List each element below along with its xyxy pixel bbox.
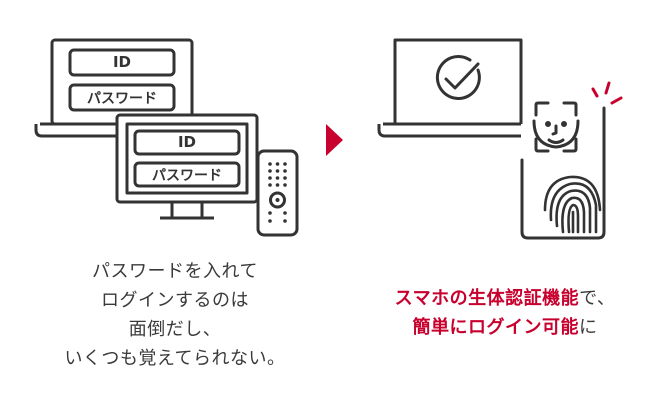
checkmark-circle-icon	[435, 55, 481, 100]
caption-line: いくつも覚えてられない。	[64, 348, 286, 369]
sparkle-icon	[591, 81, 623, 105]
highlight-text: 可能	[542, 317, 579, 338]
face-scan-icon	[532, 101, 580, 153]
monitor-id-box	[133, 129, 241, 156]
monitor-password-label: パスワード	[152, 168, 222, 184]
laptop-id-label: ID	[112, 53, 132, 71]
caption-line: 面倒だし、	[128, 319, 222, 340]
caption-line: 簡単にログイン可能に	[340, 313, 670, 342]
caption-line: スマホの生体認証機能で、	[340, 284, 670, 313]
caption-line: ログインするのは	[101, 290, 249, 311]
laptop-password-box	[68, 83, 176, 112]
plain-text: に	[579, 317, 598, 338]
smartphone-icon	[520, 106, 606, 240]
password-problem-caption: パスワードを入れて ログインするのは 面倒だし、 いくつも覚えてられない。	[20, 257, 330, 373]
highlight-text: ログイン	[468, 317, 542, 338]
biometric-solution-caption: スマホの生体認証機能で、 簡単にログイン可能に	[340, 284, 670, 342]
arrow-right-icon	[326, 124, 343, 156]
remote-control-icon	[256, 149, 299, 237]
plain-text: で、	[579, 288, 616, 309]
caption-line: パスワードを入れて	[92, 261, 258, 282]
biometric-laptop-icon	[377, 38, 523, 138]
monitor-password-box	[133, 161, 241, 188]
highlight-text: スマホの生体認証機能	[394, 288, 580, 309]
highlight-text: 簡単に	[412, 317, 468, 338]
fingerprint-icon	[543, 175, 602, 234]
monitor-id-label: ID	[177, 133, 197, 151]
laptop-password-label: パスワード	[87, 91, 157, 107]
laptop-id-box	[68, 48, 176, 77]
